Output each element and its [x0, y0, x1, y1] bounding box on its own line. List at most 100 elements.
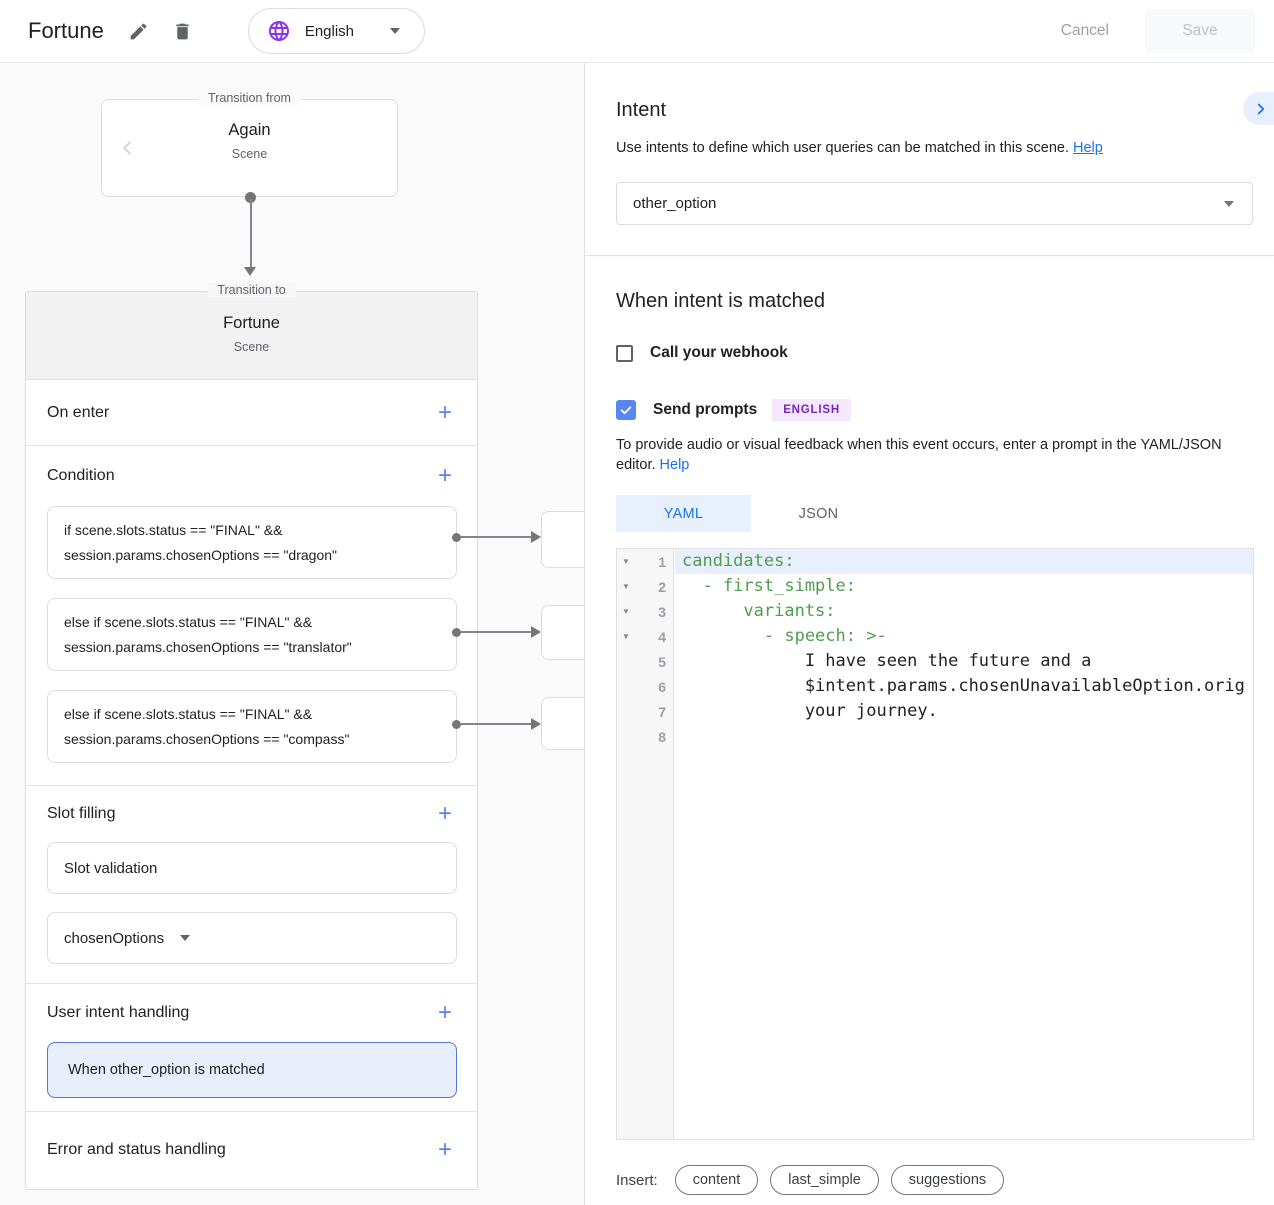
editor-line: ▼2 - first_simple: [617, 574, 1253, 599]
edit-title-button[interactable] [126, 18, 152, 44]
delete-scene-button[interactable] [170, 18, 196, 44]
connector-line [250, 199, 252, 269]
condition-arrow-dot [452, 533, 461, 542]
from-scene-name: Again [228, 121, 271, 139]
condition-item[interactable]: else if scene.slots.status == "FINAL" &&… [47, 598, 457, 671]
editor-line: ▼ 1 candidates: [617, 549, 1253, 574]
intent-panel-title: Intent [616, 99, 667, 121]
caret-down-icon [1224, 200, 1234, 207]
connector-arrowhead [244, 267, 256, 276]
help-link[interactable]: Help [1073, 140, 1103, 156]
fold-toggle-icon[interactable]: ▼ [622, 607, 630, 616]
yaml-editor[interactable]: ▼ 1 candidates: ▼2 - first_simple: ▼3 var… [616, 548, 1254, 1140]
prompts-description: To provide audio or visual feedback when… [616, 435, 1248, 475]
condition-item[interactable]: if scene.slots.status == "FINAL" && sess… [47, 506, 457, 579]
save-button[interactable]: Save [1145, 9, 1255, 53]
code-line: candidates: [675, 549, 1253, 574]
error-handling-label: Error and status handling [47, 1141, 226, 1158]
section-divider [585, 255, 1274, 256]
send-prompts-checkbox[interactable] [616, 400, 636, 420]
slot-filling-label: Slot filling [47, 805, 116, 822]
help-link[interactable]: Help [659, 457, 690, 473]
slot-name-label: chosenOptions [64, 929, 165, 947]
webhook-checkbox[interactable] [616, 344, 633, 362]
condition-arrow-line [460, 631, 532, 633]
condition-arrow-dot [452, 628, 461, 637]
insert-suggestions-chip[interactable]: suggestions [890, 1165, 1005, 1195]
slot-validation-item[interactable]: Slot validation [47, 842, 457, 894]
caret-down-icon [180, 935, 191, 941]
line-number: 4 [658, 628, 666, 645]
on-enter-label: On enter [47, 404, 110, 421]
line-number: 1 [658, 553, 666, 570]
add-error-handler-button[interactable]: + [434, 1136, 456, 1164]
editor-line: 6 $intent.params.chosenUnavailableOption… [617, 674, 1253, 699]
editor-tabs: YAML JSON [616, 495, 886, 532]
fold-toggle-icon[interactable]: ▼ [622, 582, 630, 591]
cancel-button[interactable]: Cancel [1043, 12, 1127, 50]
chevron-right-icon [1252, 100, 1270, 118]
intent-select[interactable]: other_option [616, 182, 1253, 225]
insert-content-chip[interactable]: content [674, 1165, 759, 1195]
insert-last-simple-chip[interactable]: last_simple [770, 1165, 879, 1195]
caret-down-icon [390, 28, 401, 34]
condition-arrowhead [531, 718, 541, 730]
add-on-enter-button[interactable]: + [434, 399, 456, 427]
fold-toggle-icon[interactable]: ▼ [622, 557, 630, 566]
code-line: I have seen the future and a [682, 651, 1092, 671]
top-bar: Fortune English Cancel Save [0, 0, 1274, 63]
trash-icon [172, 21, 193, 42]
insert-label: Insert: [616, 1171, 658, 1189]
to-scene-name: Fortune [223, 314, 280, 332]
intent-description-text: Use intents to define which user queries… [616, 140, 1069, 156]
code-line: - speech: >- [682, 626, 887, 646]
condition-target-scene[interactable] [541, 511, 584, 568]
condition-target-scene[interactable] [541, 697, 584, 750]
add-slot-button[interactable]: + [434, 800, 456, 828]
add-condition-button[interactable]: + [434, 462, 456, 490]
intent-detail-panel: Intent Use intents to define which user … [585, 63, 1274, 1205]
language-label: English [304, 22, 355, 40]
webhook-label: Call your webhook [650, 344, 788, 361]
code-line: $intent.params.chosenUnavailableOption.o… [682, 676, 1245, 696]
send-prompts-label: Send prompts [653, 401, 758, 418]
tab-json[interactable]: JSON [798, 505, 839, 522]
scene-header: Fortune Scene [26, 292, 477, 380]
editor-line: ▼3 variants: [617, 599, 1253, 624]
condition-target-scene[interactable] [541, 605, 584, 660]
line-number: 5 [658, 653, 666, 670]
intent-handler-item-selected[interactable]: When other_option is matched [47, 1042, 457, 1098]
send-prompts-checkbox-row[interactable]: Send prompts ENGLISH [616, 399, 851, 421]
check-icon [620, 406, 632, 415]
slot-item-chosenoptions[interactable]: chosenOptions [47, 912, 457, 964]
code-line [675, 724, 1253, 749]
code-line: your journey. [682, 701, 938, 721]
condition-label: Condition [47, 467, 115, 484]
condition-item[interactable]: else if scene.slots.status == "FINAL" &&… [47, 690, 457, 763]
section-slot-filling: Slot filling + Slot validation chosenOpt… [26, 786, 477, 984]
collapse-panel-button[interactable] [1243, 92, 1274, 125]
pencil-icon [128, 21, 149, 42]
add-intent-handler-button[interactable]: + [434, 999, 456, 1027]
slot-validation-label: Slot validation [64, 859, 158, 877]
condition-arrow-line [460, 536, 532, 538]
section-on-enter: On enter + [26, 380, 477, 446]
webhook-checkbox-row[interactable]: Call your webhook [616, 344, 788, 362]
section-condition: Condition + if scene.slots.status == "FI… [26, 446, 477, 786]
when-matched-title: When intent is matched [616, 290, 825, 312]
condition-arrowhead [531, 626, 541, 638]
prev-scene-button[interactable] [116, 137, 138, 159]
transition-to-card: Transition to Fortune Scene On enter + C… [25, 283, 478, 1190]
user-intent-handling-label: User intent handling [47, 1004, 190, 1021]
from-scene-type: Scene [231, 147, 268, 161]
fold-toggle-icon[interactable]: ▼ [622, 632, 630, 641]
code-line: - first_simple: [682, 576, 856, 596]
line-number: 6 [658, 678, 666, 695]
editor-line: ▼ 4 - speech: >- [617, 624, 1253, 649]
editor-line: 7 your journey. [617, 699, 1253, 724]
scene-flow-panel: Transition from Again Scene Transition t… [0, 63, 585, 1205]
tab-yaml[interactable]: YAML [616, 495, 751, 532]
line-number: 7 [658, 703, 666, 720]
language-selector[interactable]: English [247, 8, 426, 54]
